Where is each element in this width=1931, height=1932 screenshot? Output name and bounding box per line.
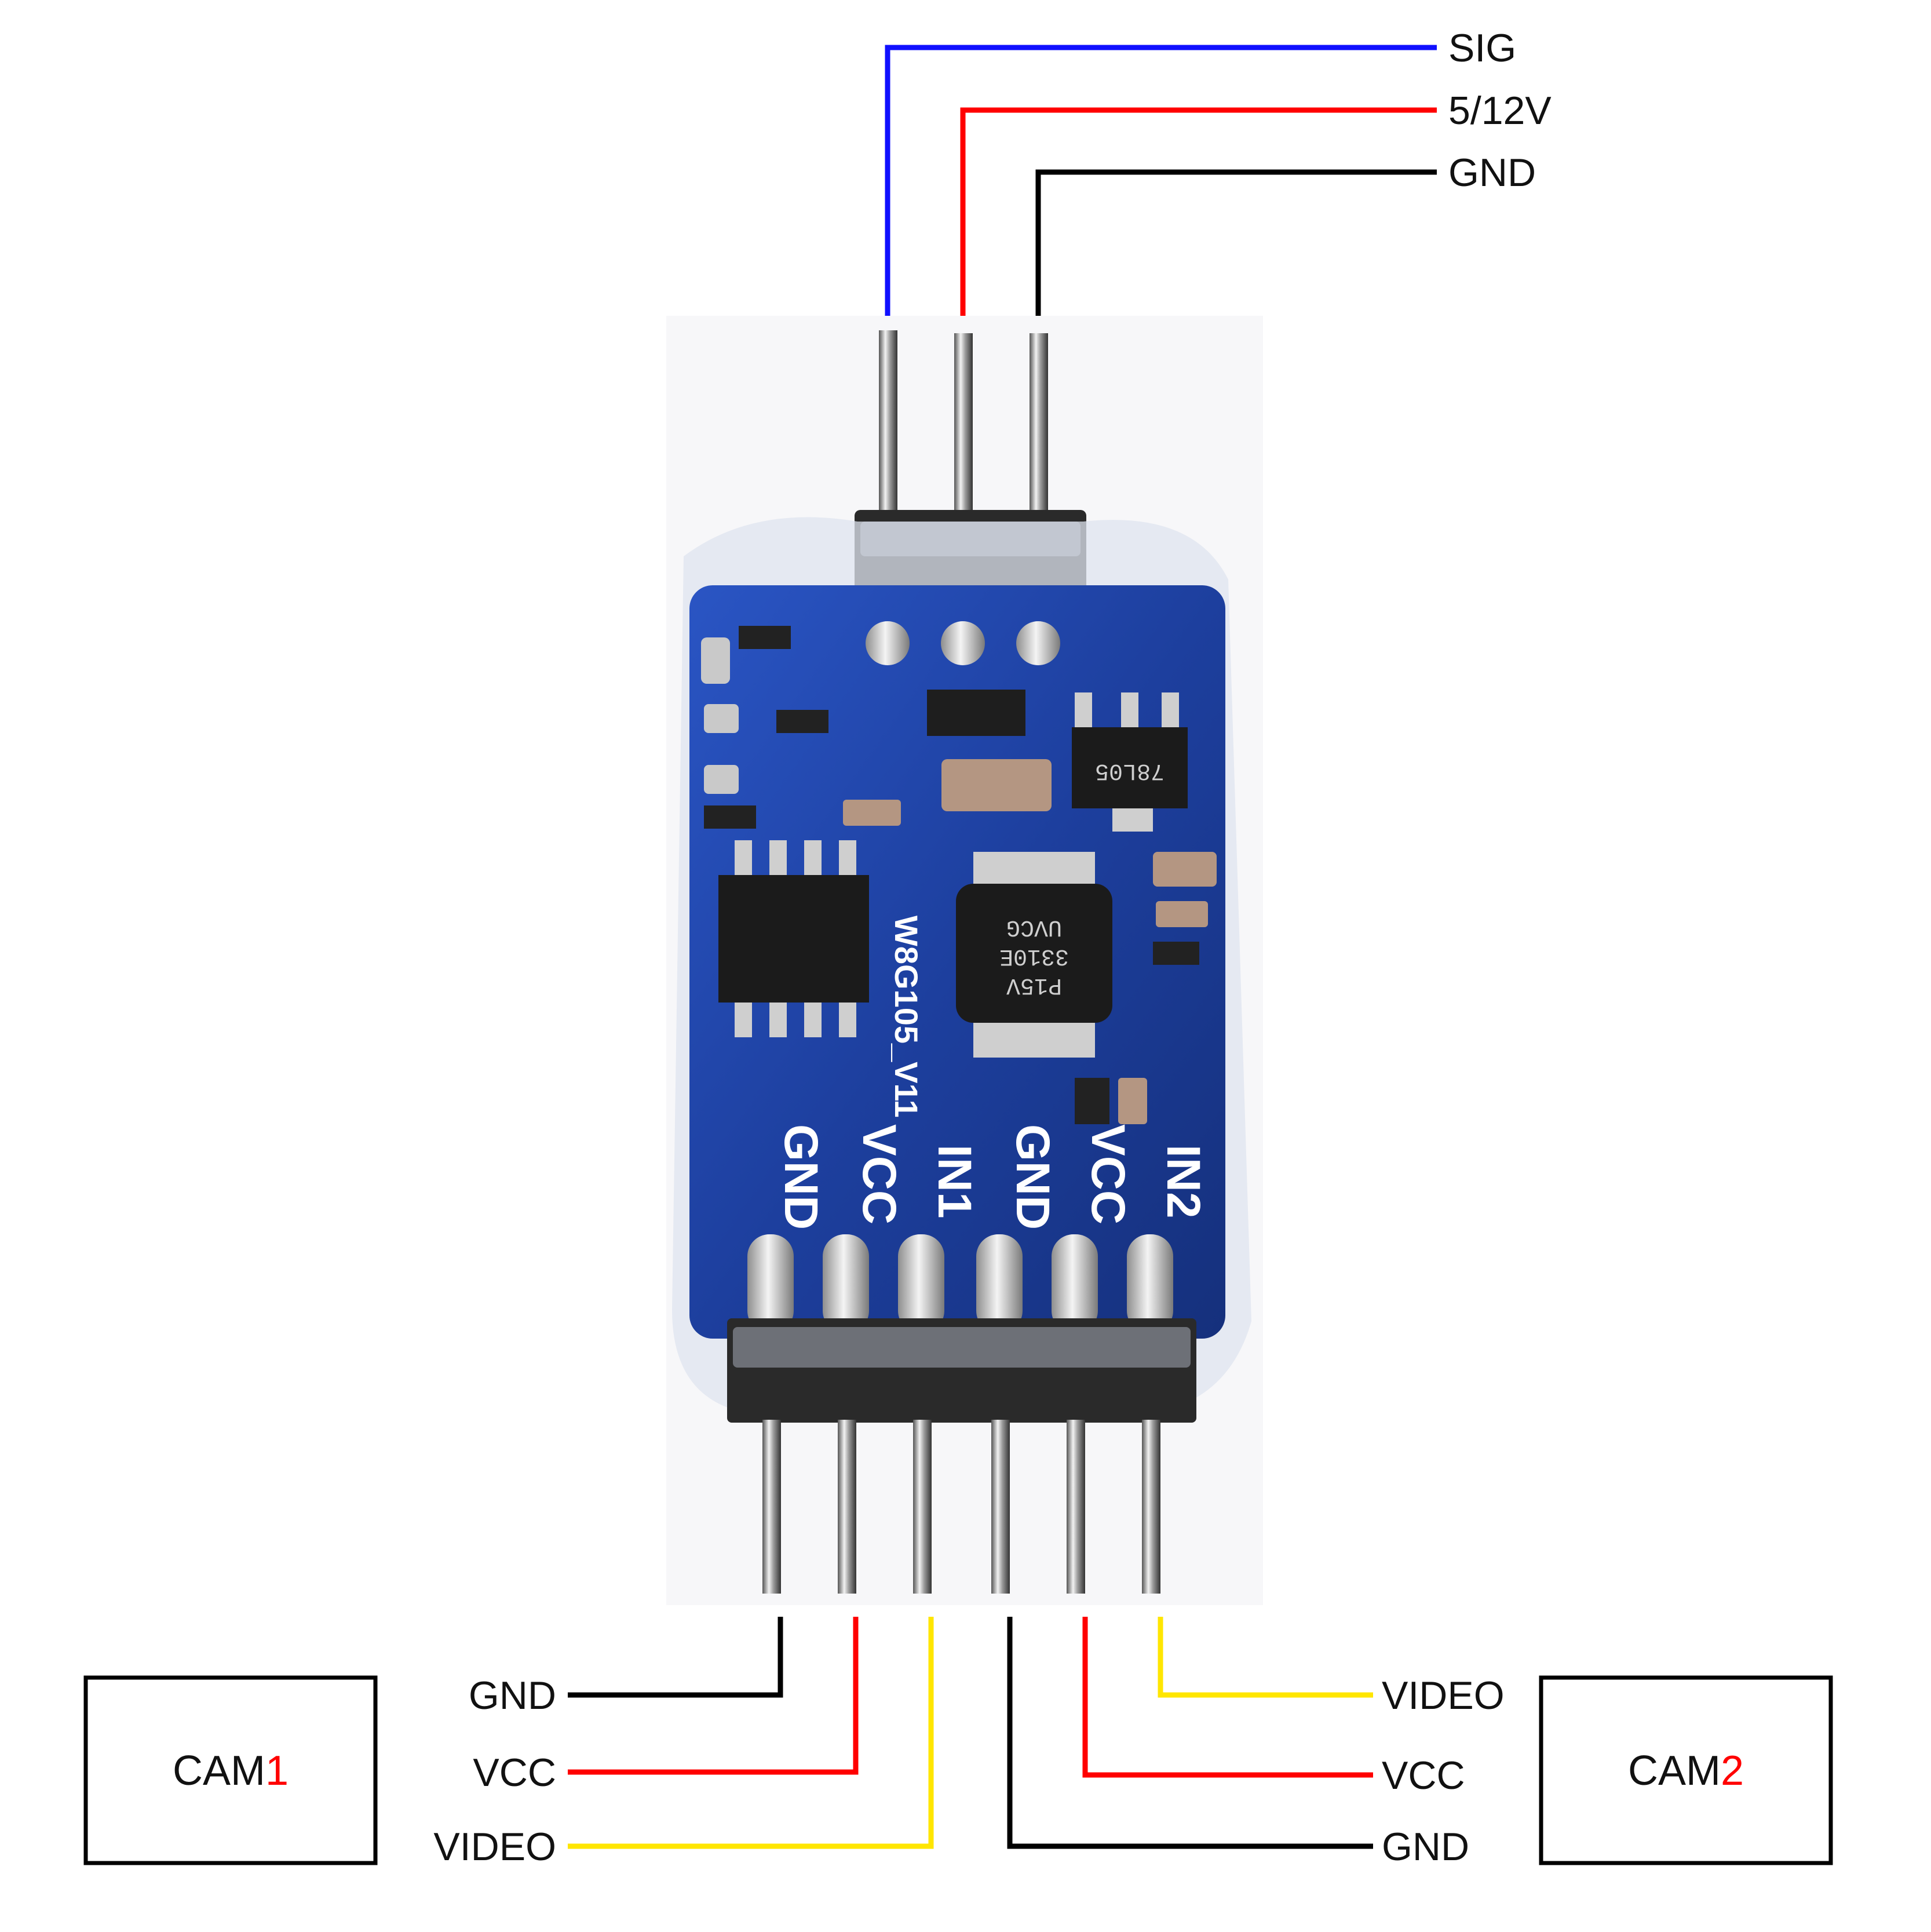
label-cam1-video: VIDEO	[433, 1825, 556, 1869]
bottom-pin-4	[991, 1420, 1010, 1594]
label-cam1-vcc: VCC	[473, 1751, 556, 1795]
board-model-text: W8G105_V11	[888, 916, 925, 1118]
cam2-box: CAM2	[1539, 1675, 1833, 1865]
wire-gnd-top	[1035, 169, 1437, 316]
top-pin-3	[1030, 333, 1048, 530]
chip-marking-3: UVCG	[1006, 914, 1062, 940]
wire-cam1-vcc	[568, 1617, 859, 1775]
chip-soic	[718, 840, 869, 1037]
cam1-label-prefix: CAM	[173, 1748, 265, 1794]
bottom-wires: GND VCC VIDEO VIDEO VCC GND	[433, 1617, 1505, 1869]
label-cam2-video: VIDEO	[1382, 1674, 1505, 1718]
cam2-label: CAM2	[1628, 1748, 1744, 1794]
led-1	[701, 637, 730, 684]
silk-in2: IN2	[1157, 1144, 1210, 1219]
top-pin-1	[879, 330, 897, 527]
capacitor-large	[941, 759, 1052, 811]
regulator-marking: 78L05	[1095, 757, 1165, 783]
chip-tssop: P15V 3310E UVCG	[956, 852, 1112, 1058]
board-photo: 78L05 W8G105_V11 P15V 3310E UVCG	[666, 316, 1263, 1605]
resistor-r4	[1153, 942, 1199, 965]
cam1-label-number: 1	[265, 1748, 289, 1794]
wire-cam1-gnd	[568, 1617, 783, 1698]
cam1-label: CAM1	[173, 1748, 289, 1794]
wire-cam2-gnd	[1007, 1617, 1373, 1849]
bottom-header	[727, 1318, 1196, 1594]
wire-5-12v	[960, 107, 1437, 316]
bottom-pin-5	[1067, 1420, 1085, 1594]
wire-cam2-vcc	[1082, 1617, 1373, 1778]
led-2	[704, 704, 739, 733]
resistor-r5	[1075, 1078, 1109, 1124]
silk-gnd-2: GND	[1006, 1124, 1059, 1230]
capacitor-c5	[1118, 1078, 1147, 1124]
capacitor-right-2	[1156, 901, 1208, 927]
top-pad-2	[941, 621, 985, 665]
wire-cam1-video	[568, 1617, 934, 1849]
label-5-12v: 5/12V	[1448, 89, 1552, 133]
label-cam2-vcc: VCC	[1382, 1754, 1465, 1798]
resistor-r3	[704, 805, 756, 829]
silk-vcc-2: VCC	[1082, 1124, 1134, 1224]
chip-marking-2: 3310E	[999, 943, 1069, 969]
regulator: 78L05	[1072, 692, 1188, 832]
top-pad-3	[1016, 621, 1060, 665]
led-3	[704, 765, 739, 794]
diode	[927, 690, 1025, 736]
bottom-pin-1	[762, 1420, 781, 1594]
capacitor-small	[843, 800, 901, 826]
bottom-pin-2	[838, 1420, 856, 1594]
wire-sig	[885, 45, 1437, 316]
silk-vcc-1: VCC	[853, 1124, 906, 1224]
cam2-label-number: 2	[1721, 1748, 1744, 1794]
bottom-header-shine	[733, 1327, 1191, 1368]
label-gnd-top: GND	[1448, 151, 1536, 195]
top-pad-1	[866, 621, 910, 665]
bottom-pin-3	[913, 1420, 932, 1594]
cam2-frame	[1539, 1675, 1833, 1865]
bottom-pin-6	[1142, 1420, 1160, 1594]
bottom-pads	[747, 1234, 1173, 1333]
top-pin-2	[954, 333, 973, 530]
label-cam1-gnd: GND	[469, 1674, 556, 1718]
chip-marking-1: P15V	[1006, 972, 1062, 998]
silkscreen-labels: GND VCC IN1 GND VCC IN2	[775, 1124, 1210, 1230]
label-sig: SIG	[1448, 26, 1516, 70]
silk-gnd-1: GND	[775, 1124, 827, 1230]
wire-cam2-video	[1158, 1617, 1373, 1698]
top-wires: SIG 5/12V GND	[885, 26, 1552, 316]
silk-in1: IN1	[928, 1144, 981, 1219]
resistor-r2	[776, 710, 828, 733]
cam1-frame	[83, 1675, 378, 1865]
label-cam2-gnd: GND	[1382, 1825, 1469, 1869]
capacitor-right-1	[1153, 852, 1217, 887]
resistor-r1	[739, 626, 791, 649]
cam1-box: CAM1	[83, 1675, 378, 1865]
cam2-label-prefix: CAM	[1628, 1748, 1721, 1794]
